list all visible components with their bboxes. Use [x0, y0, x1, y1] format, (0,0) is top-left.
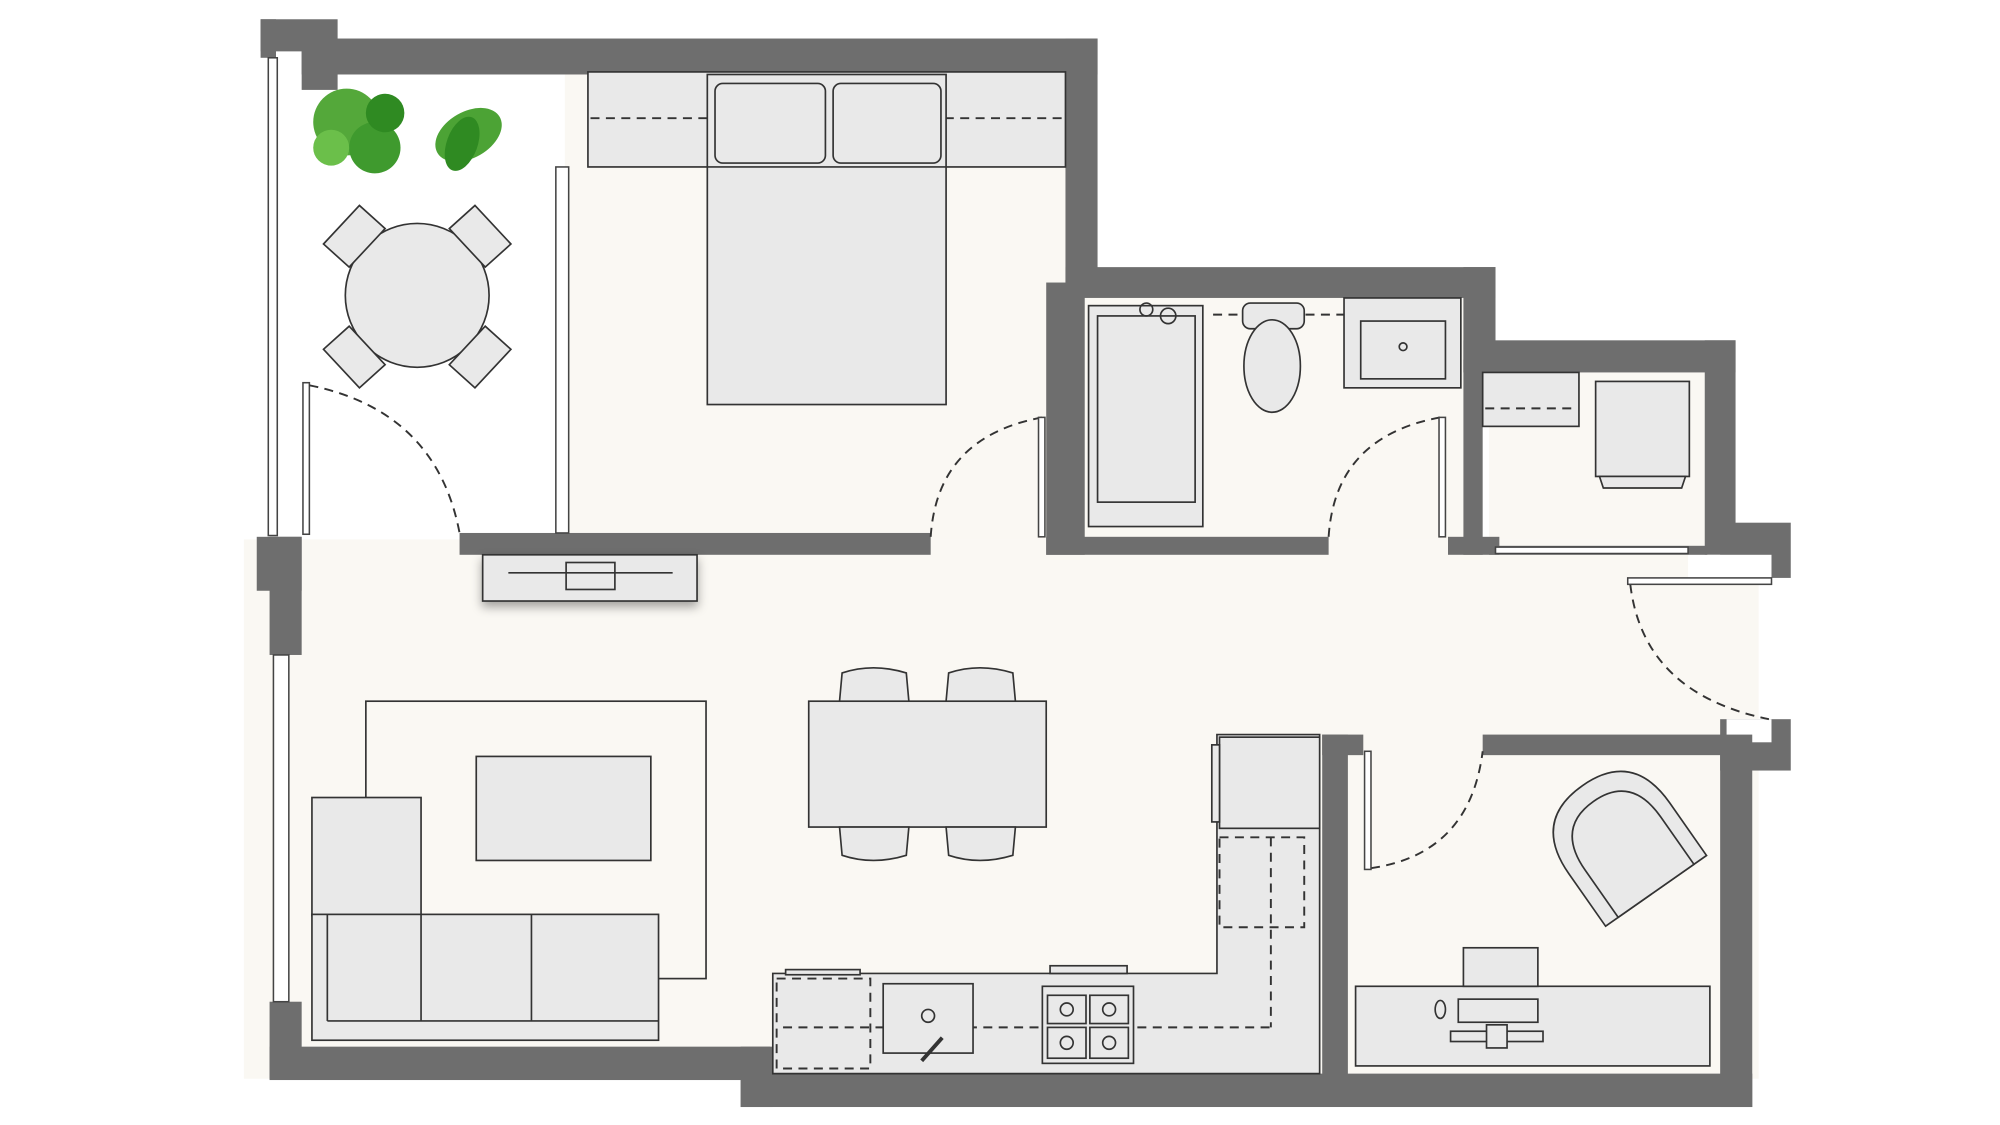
dining-table: [807, 700, 1048, 828]
wall: [1046, 536, 1329, 555]
balcony-chair: [322, 204, 513, 390]
wall: [260, 19, 276, 58]
sofa-chaise: [311, 796, 422, 917]
kitchen: [771, 733, 1321, 1075]
drain-icon: [920, 1008, 936, 1024]
balcony-furniture: [313, 88, 513, 390]
wall: [1065, 38, 1098, 296]
faucet-icon: [920, 1036, 944, 1063]
balcony-door-swing[interactable]: [309, 384, 461, 534]
bathroom-door-leaf: [1438, 416, 1447, 538]
monitor: [1457, 998, 1539, 1024]
toilet: [1243, 318, 1302, 414]
wall: [269, 1001, 302, 1079]
coffee-table: [475, 755, 652, 862]
entry-door-swing[interactable]: [1629, 584, 1770, 721]
wall: [1046, 282, 1085, 555]
desk: [1354, 985, 1711, 1067]
wall: [459, 532, 931, 555]
plant-icon: [435, 107, 502, 171]
bedroom-door-swing[interactable]: [929, 416, 1043, 537]
drain-icon: [1398, 342, 1408, 352]
dining-chair: [838, 826, 910, 862]
wall: [1720, 744, 1753, 1108]
balcony-door-jamb: [302, 381, 311, 536]
refrigerator: [1218, 736, 1321, 830]
armchair: [1552, 770, 1708, 928]
study-door-leaf: [1363, 750, 1372, 871]
wall: [740, 1073, 1753, 1108]
living-furniture: [311, 700, 707, 1042]
wall: [1704, 340, 1736, 555]
wall: [1322, 734, 1348, 1079]
burner-icon: [1046, 994, 1130, 1060]
pillow: [832, 82, 942, 164]
washing-machine: [1594, 380, 1691, 478]
wall: [740, 1046, 773, 1108]
study-door-swing[interactable]: [1370, 751, 1484, 870]
balcony-window: [267, 57, 279, 537]
wall: [301, 38, 338, 90]
tv: [565, 561, 616, 591]
wall: [269, 1046, 771, 1081]
bedroom-door-leaf: [1037, 416, 1046, 538]
study-furniture: [1354, 770, 1711, 1067]
doors: [309, 384, 1773, 871]
windows: [267, 57, 570, 1003]
bathroom-fixtures: [1087, 297, 1462, 528]
wall: [1065, 267, 1496, 298]
wall: [301, 38, 1098, 75]
sofa: [311, 913, 660, 1042]
pillow: [714, 82, 827, 164]
walls: [256, 19, 1791, 1108]
laundry-shelf: [1481, 371, 1580, 428]
dining-chair: [945, 667, 1017, 703]
wall: [269, 536, 302, 655]
mouse-icon: [1434, 999, 1447, 1020]
stove: [1041, 985, 1135, 1065]
dining-furniture: [807, 667, 1048, 862]
faucet-icon: [1139, 302, 1154, 317]
laundry-fixtures: [1481, 371, 1691, 489]
kitchen-sink: [882, 982, 974, 1054]
wall: [1482, 734, 1753, 756]
dining-chair: [945, 826, 1017, 862]
dining-chair: [838, 667, 910, 703]
wall: [1463, 359, 1483, 555]
bedroom-furniture: [587, 71, 1067, 406]
laundry-sliding-door: [1494, 546, 1689, 555]
entry-door-leaf: [1626, 577, 1773, 586]
desk-chair: [1462, 946, 1539, 988]
balcony-round-table: [344, 222, 490, 369]
living-window: [272, 654, 290, 1003]
balcony-sliding-door: [555, 166, 570, 534]
plant-icon: [313, 88, 405, 174]
bathroom-door-swing[interactable]: [1327, 416, 1441, 537]
wall: [1463, 340, 1736, 373]
